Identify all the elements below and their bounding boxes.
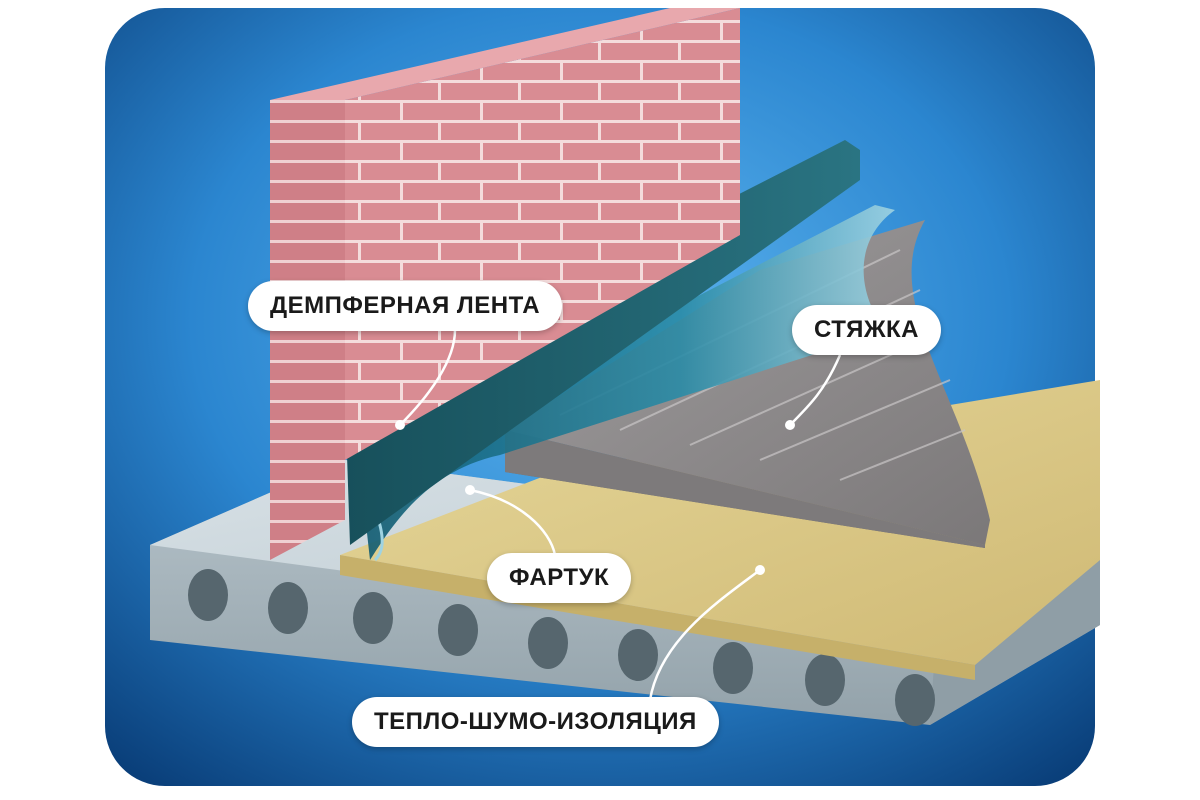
leader-lines <box>399 329 842 701</box>
leader-dots <box>395 420 795 575</box>
insulation-label: ТЕПЛО-ШУМО-ИЗОЛЯЦИЯ <box>352 697 719 747</box>
damper-tape-label: ДЕМПФЕРНАЯ ЛЕНТА <box>248 281 563 331</box>
apron-label: ФАРТУК <box>487 553 632 603</box>
damper-tape <box>345 140 860 545</box>
screed-label: СТЯЖКА <box>792 305 941 355</box>
